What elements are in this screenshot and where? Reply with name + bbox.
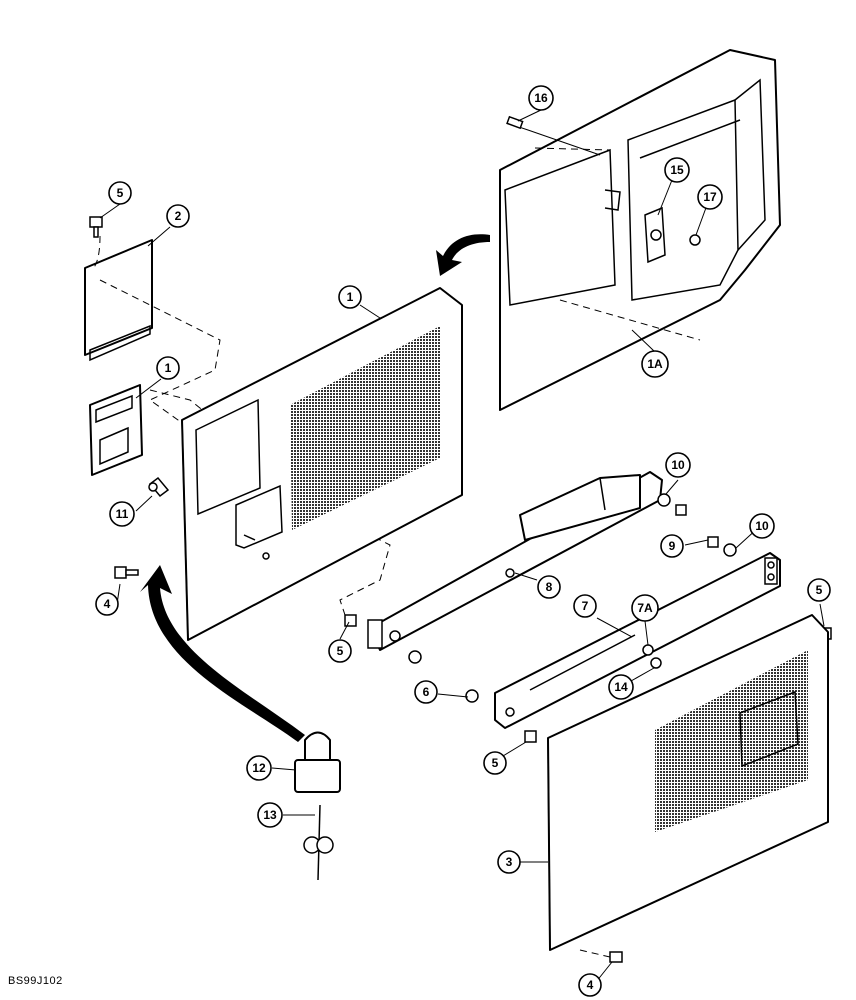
drawing-code: BS99J102	[8, 975, 63, 987]
rail-bracket-8	[367, 471, 663, 651]
svg-text:4: 4	[104, 597, 111, 611]
lock-eye-11	[148, 476, 170, 498]
callout-9: 9	[660, 534, 684, 558]
bolt-5-mid	[344, 614, 357, 627]
bolt-4-bottom	[609, 951, 623, 963]
svg-text:5: 5	[816, 583, 823, 597]
svg-text:5: 5	[117, 186, 124, 200]
key	[303, 804, 334, 881]
svg-text:14: 14	[614, 680, 628, 694]
callout-1-panel: 1	[338, 285, 362, 309]
callout-4-bottom: 4	[578, 973, 602, 997]
leader-lines	[99, 109, 825, 983]
nut-6a	[408, 650, 422, 664]
direction-arrow-icon	[436, 234, 490, 276]
padlock	[294, 731, 341, 793]
right-door-panel	[547, 614, 829, 963]
bolt-4-left	[114, 566, 139, 579]
svg-text:11: 11	[116, 507, 129, 521]
svg-text:5: 5	[337, 644, 344, 658]
rear-door-panel	[499, 49, 781, 411]
callout-4-left: 4	[95, 592, 119, 616]
callout-13: 13	[257, 802, 283, 828]
screw-16	[506, 115, 524, 130]
nut-6b	[465, 689, 479, 703]
callout-1-small: 1	[156, 356, 180, 380]
svg-text:4: 4	[587, 978, 594, 992]
latch-assembly	[604, 189, 666, 264]
svg-text:7: 7	[582, 599, 589, 613]
svg-text:6: 6	[423, 685, 430, 699]
callout-5-right: 5	[807, 578, 831, 602]
svg-text:3: 3	[506, 855, 513, 869]
svg-text:1: 1	[165, 361, 172, 375]
svg-text:17: 17	[703, 190, 717, 204]
bolt-5-low	[524, 730, 537, 743]
callout-16: 16	[528, 85, 554, 111]
nut-7A	[642, 644, 654, 656]
callout-6: 6	[414, 680, 438, 704]
rail-bracket-7	[494, 552, 781, 729]
bolt-5-top	[89, 216, 103, 238]
svg-text:15: 15	[670, 163, 684, 177]
callout-5-top: 5	[108, 181, 132, 205]
bolt-9b	[707, 536, 719, 548]
callout-15: 15	[664, 157, 690, 183]
svg-text:16: 16	[534, 91, 548, 105]
callout-8: 8	[537, 575, 561, 599]
svg-text:13: 13	[263, 808, 277, 822]
nut-10b	[723, 543, 737, 557]
callout-10-top: 10	[665, 452, 691, 478]
callout-14: 14	[608, 674, 634, 700]
svg-text:9: 9	[669, 539, 676, 553]
svg-text:10: 10	[755, 519, 769, 533]
callout-7: 7	[573, 594, 597, 618]
callout-17: 17	[697, 184, 723, 210]
callout-7A: 7A	[631, 594, 659, 622]
svg-text:8: 8	[546, 580, 553, 594]
callout-1A: 1A	[641, 350, 669, 378]
callout-2: 2	[166, 204, 190, 228]
nut-17	[689, 234, 701, 246]
callout-3: 3	[497, 850, 521, 874]
padlock-arrow-icon	[140, 565, 305, 742]
callout-5-mid: 5	[328, 639, 352, 663]
cover-plate-1	[89, 384, 143, 476]
svg-text:5: 5	[492, 756, 499, 770]
bolt-9a	[675, 504, 687, 516]
svg-text:2: 2	[175, 209, 182, 223]
svg-text:7A: 7A	[637, 601, 653, 615]
svg-text:10: 10	[671, 458, 685, 472]
nut-10a	[657, 493, 671, 507]
callout-12: 12	[246, 755, 272, 781]
callout-11: 11	[109, 501, 135, 527]
callout-10-right: 10	[749, 513, 775, 539]
cover-plate-2	[84, 239, 153, 362]
callout-5-low: 5	[483, 751, 507, 775]
svg-text:12: 12	[252, 761, 266, 775]
washer-14	[650, 657, 662, 669]
left-door-panel	[181, 287, 463, 641]
svg-text:1A: 1A	[647, 357, 663, 371]
svg-text:1: 1	[347, 290, 354, 304]
